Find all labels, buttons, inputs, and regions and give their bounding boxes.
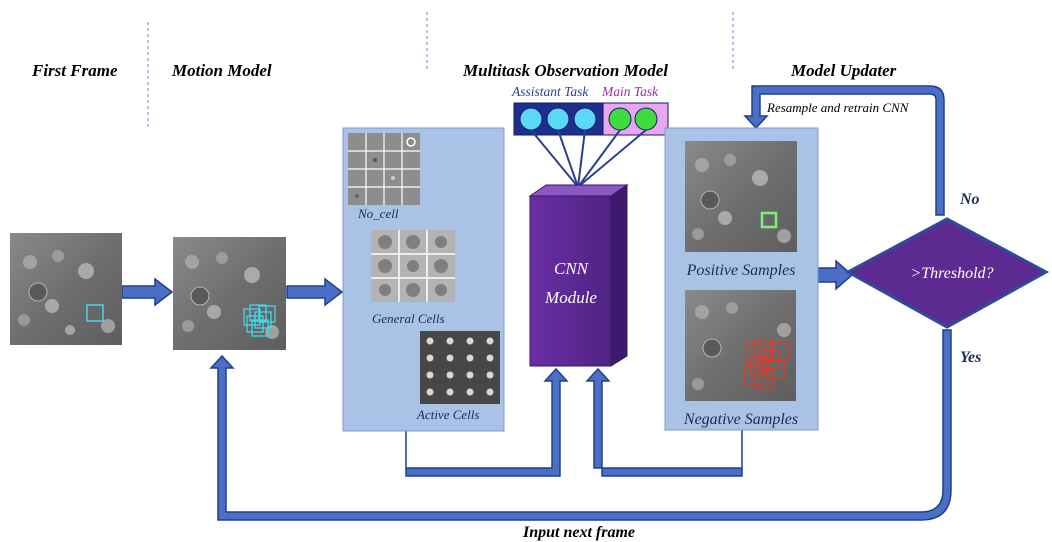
header-motion-model: Motion Model bbox=[171, 61, 272, 80]
input-next-frame-label: Input next frame bbox=[522, 524, 635, 541]
cnn-module-box bbox=[528, 184, 629, 367]
header-model-updater: Model Updater bbox=[790, 61, 897, 80]
arrow-first-to-motion bbox=[121, 277, 174, 307]
arrow-motion-to-observation bbox=[286, 277, 344, 307]
motion-model-image bbox=[173, 237, 286, 350]
assistant-node bbox=[519, 107, 543, 131]
general-cell-patches bbox=[371, 230, 455, 302]
decision-yes-label: Yes bbox=[960, 349, 981, 366]
negative-samples-label: Negative Samples bbox=[683, 411, 798, 428]
positive-sample-image bbox=[685, 141, 797, 252]
cnn-label-line2: Module bbox=[544, 288, 597, 307]
main-task-label: Main Task bbox=[601, 84, 659, 99]
no-cell-label: No_cell bbox=[357, 206, 399, 221]
threshold-decision-diamond bbox=[844, 217, 1050, 329]
header-first-frame: First Frame bbox=[31, 61, 118, 80]
assistant-node bbox=[546, 107, 570, 131]
arrow-model-updater-loop bbox=[743, 85, 945, 216]
arrow-samples-to-decision bbox=[817, 259, 854, 291]
positive-samples-label: Positive Samples bbox=[686, 262, 796, 279]
active-cell-patches bbox=[420, 331, 500, 404]
assistant-node bbox=[573, 107, 597, 131]
main-node bbox=[608, 107, 632, 131]
general-cells-label: General Cells bbox=[372, 311, 445, 326]
arrow-samples-to-cnn bbox=[585, 367, 743, 477]
no-cell-patches bbox=[348, 133, 420, 205]
arrow-input-next-frame-loop bbox=[209, 329, 952, 521]
resample-label: Resample and retrain CNN bbox=[766, 100, 910, 115]
active-cells-label: Active Cells bbox=[416, 407, 479, 422]
first-frame-image bbox=[10, 233, 122, 345]
header-observation-model: Multitask Observation Model bbox=[462, 61, 668, 80]
cnn-label-line1: CNN bbox=[554, 259, 590, 278]
cnn-output-connections bbox=[530, 129, 647, 188]
decision-no-label: No bbox=[959, 191, 980, 208]
main-node bbox=[634, 107, 658, 131]
arrow-observation-to-cnn bbox=[405, 367, 569, 477]
task-nodes bbox=[513, 102, 669, 136]
negative-sample-image bbox=[685, 290, 796, 401]
assistant-task-label: Assistant Task bbox=[511, 84, 589, 99]
threshold-label: >Threshold? bbox=[910, 265, 993, 282]
